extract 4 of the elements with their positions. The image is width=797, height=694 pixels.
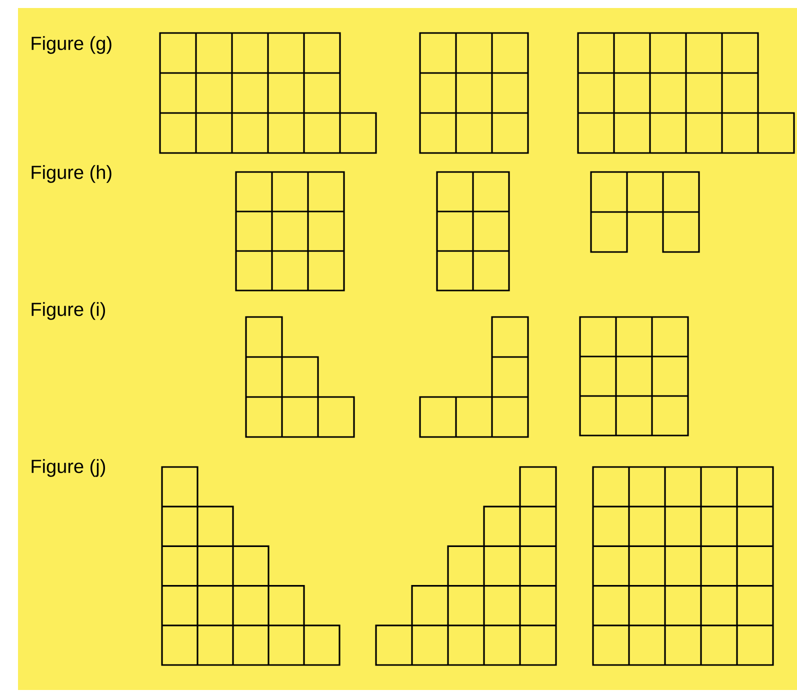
figure-label: Figure (j) <box>32 459 105 477</box>
figure-label: Figure (i) <box>32 302 105 320</box>
figure-label: Figure (g) <box>32 36 112 54</box>
figure-label: Figure (h) <box>32 165 112 183</box>
